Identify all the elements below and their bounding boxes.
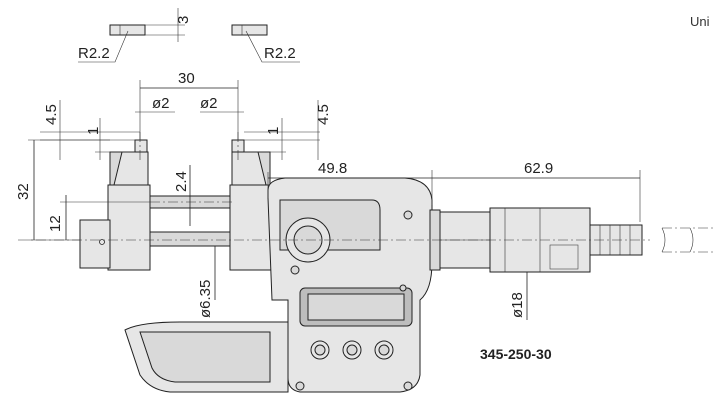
knurl-area (549, 244, 579, 270)
dimension-lines (28, 80, 641, 320)
frame-jaws (79, 139, 273, 271)
anvil-end-cap (79, 219, 111, 269)
dim-tip-step-right: 1 (265, 127, 282, 135)
tip-detail-right (231, 24, 268, 36)
dim-thimble-length: 62.9 (524, 160, 553, 177)
dim-jaw-spacing: 30 (178, 70, 195, 87)
unit-label: Uni (690, 14, 710, 29)
model-number: 345-250-30 (480, 346, 552, 362)
dim-spindle-dia: ø6.35 (197, 280, 214, 318)
dim-tip-len-right: 4.5 (315, 104, 332, 125)
dim-tip-dia-right: ø2 (200, 95, 218, 112)
dim-radius-left: R2.2 (78, 45, 110, 62)
dim-radius-right: R2.2 (264, 45, 296, 62)
spindle-jaw-block (229, 184, 273, 271)
dim-total-height: 32 (15, 183, 32, 200)
dim-tip-thickness: 3 (175, 16, 192, 24)
dim-spindle-height: 12 (47, 215, 64, 232)
tip-detail-views (78, 8, 300, 63)
dim-tip-len-left: 4.5 (43, 104, 60, 125)
dim-tip-step-left: 1 (85, 127, 102, 135)
dim-frame-length: 49.8 (318, 160, 347, 177)
digital-frame (124, 177, 433, 393)
dim-thimble-dia: ø18 (509, 292, 526, 318)
anvil-jaw-block (107, 184, 151, 271)
dim-tip-dia-left: ø2 (152, 95, 170, 112)
anvil-tip (134, 139, 148, 153)
spindle-rod (149, 231, 236, 247)
tip-detail-left (109, 24, 146, 36)
dim-gap: 2.4 (173, 171, 190, 192)
dimension-labels: 3 R2.2 R2.2 30 ø2 ø2 4.5 4.5 1 1 2.4 32 … (15, 16, 553, 362)
